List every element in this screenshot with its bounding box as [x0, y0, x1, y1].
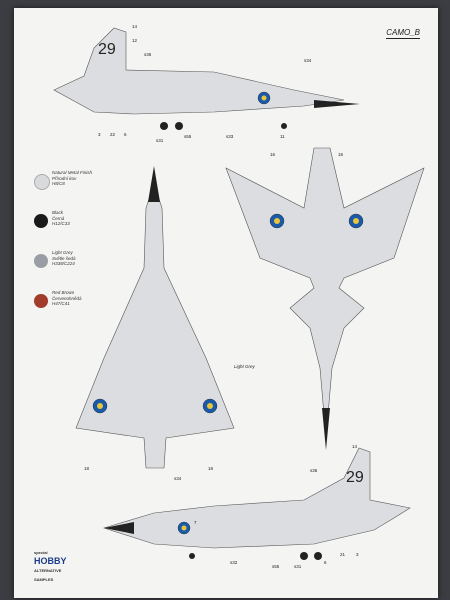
logo-top: special	[34, 550, 48, 555]
legend-sub1: Černá	[52, 215, 65, 221]
tail-number-bottom: 29	[346, 469, 364, 486]
callout-s36: s36	[144, 52, 152, 57]
instruction-sheet: CAMO_B 29	[14, 8, 438, 598]
legend-sub1: Červenohnědá	[52, 295, 82, 301]
legend-sub2: H12/C33	[52, 221, 70, 226]
callout-s55b: s55	[272, 564, 280, 569]
callout-12: 12	[132, 38, 138, 43]
callout-s34b: s34	[174, 476, 182, 481]
legend-sub2: H8/C8	[52, 181, 65, 186]
under-view-left	[75, 166, 235, 469]
callout-s36b: s36	[310, 468, 318, 473]
top-view-right	[225, 147, 425, 450]
logo-main: HOBBY	[34, 556, 67, 566]
side-profile-bottom: 29	[102, 447, 411, 560]
callout-s33: s33	[226, 134, 234, 139]
swatch-black	[34, 214, 48, 228]
legend-sub2: H338/C224	[52, 261, 75, 266]
legend-name: Light Grey	[52, 250, 73, 255]
callout-s34: s34	[304, 58, 312, 63]
legend-name: Red Brown	[52, 290, 75, 295]
legend-sub1: Přírodní kov	[52, 175, 77, 181]
swatch-light-grey	[34, 254, 48, 268]
tail-number-top: 29	[98, 41, 116, 58]
legend-name: Black	[52, 210, 64, 215]
callout-16a: 16	[270, 152, 276, 157]
callout-7: 7	[194, 520, 197, 525]
brand-logo: special HOBBY ALTERNATIVE SAMPLES	[34, 548, 74, 584]
aircraft-drawings: 29 29	[53, 27, 425, 560]
callout-s31: s31	[156, 138, 164, 143]
legend-sub2: H47/C41	[52, 301, 70, 306]
logo-sub: ALTERNATIVE SAMPLES	[34, 568, 62, 582]
swatch-natural-metal	[34, 174, 50, 190]
swatch-red-brown	[34, 294, 48, 308]
camo-label: CAMO_B	[386, 28, 420, 39]
callout-11: 11	[280, 134, 285, 139]
light-grey-label: Light Grey	[234, 364, 255, 369]
callout-s31b: s31	[294, 564, 302, 569]
callout-6: 6	[124, 132, 127, 137]
callout-3b: 3	[356, 552, 359, 557]
legend-name: Natural Metal Finish	[52, 170, 93, 175]
legend-sub1: Světle šedá	[52, 255, 76, 261]
callout-3: 3	[98, 132, 101, 137]
callout-s32: s32	[230, 560, 238, 565]
callout-22: 22	[110, 132, 116, 137]
callout-21: 21	[340, 552, 346, 557]
callout-16b: 16	[338, 152, 344, 157]
callout-18b: 18	[208, 466, 214, 471]
callout-14: 14	[132, 24, 138, 29]
callout-18a: 18	[84, 466, 90, 471]
side-profile-top: 29	[53, 27, 360, 130]
callout-14b: 14	[352, 444, 358, 449]
callout-6b: 6	[324, 560, 327, 565]
callout-s55: s55	[184, 134, 192, 139]
